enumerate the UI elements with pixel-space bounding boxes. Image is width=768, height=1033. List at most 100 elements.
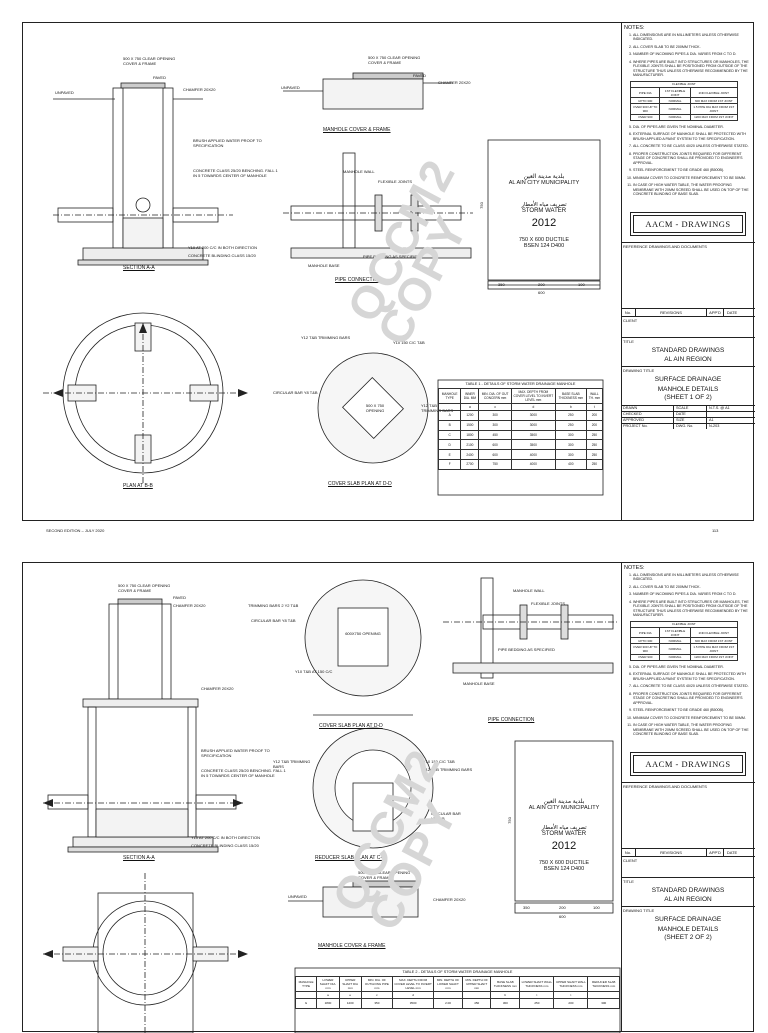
table-header: WALL TH. mm	[585, 388, 604, 404]
meta-value: A1	[709, 418, 714, 423]
table-cell: NORMAL	[659, 643, 691, 655]
table-header: UPPER SHAFT DIA mm	[338, 976, 362, 992]
table-cell: 400	[554, 458, 587, 470]
meta-value	[707, 412, 711, 417]
table-cell: b	[490, 991, 521, 999]
table-cell: 750	[478, 458, 512, 470]
note-item: IN CASE OF HIGH WATER TABLE, THE WATER P…	[633, 723, 752, 736]
table-cell: 200	[585, 419, 604, 431]
label-paved-2: PAVED	[413, 73, 426, 78]
dt-line-1: SURFACE DRAINAGE	[654, 376, 722, 384]
s2-label-chamfer-b: CHAMFER 20X20	[201, 686, 234, 691]
rev-appd-2: APP'D	[707, 848, 724, 856]
label-y12-trimming: Y12 T&B TRIMMING BARS	[301, 335, 351, 340]
table-cell: C	[437, 429, 462, 441]
aacm-logo-2: AACM - DRAWINGS	[630, 751, 746, 776]
table-cell: 1.5 PIPE DIA MAX FROM 1ST JOINT	[689, 643, 739, 655]
table-cell: 250	[519, 998, 555, 1009]
label-y10: Y10 AT 200 C/C IN BOTH DIRECTION	[188, 245, 257, 250]
label-flexible-joints: FLEXIBLE JOINTS	[378, 179, 413, 184]
cover-dim-3: 100	[578, 282, 585, 287]
title-label: TITLE	[621, 336, 755, 345]
dt-line-2-2: MANHOLE DETAILS	[657, 926, 719, 934]
cover-dim-total: 600	[538, 290, 545, 295]
s2-caption-section-aa: SECTION A-A	[123, 855, 155, 861]
s2-caption-pipe-connection: PIPE CONNECTION	[488, 717, 535, 723]
meta-key: SCALE	[674, 405, 707, 411]
rev-revisions-2: REVISIONS	[636, 848, 707, 856]
s2-label-y12-trimming: Y12 T&B TRIMMING BARS	[273, 759, 311, 769]
label-chamfer-2: CHAMFER 20X20	[438, 80, 471, 85]
table-cell: 4000	[510, 458, 556, 470]
table-cell: a	[316, 991, 340, 999]
table-cell: 600	[478, 439, 512, 451]
label-paved: PAVED	[153, 75, 166, 80]
s2-label-y10-150: Y10 T&B AT 150 C/C	[295, 669, 333, 674]
table-cell: 1500	[460, 419, 480, 431]
table-cell: a	[460, 403, 480, 411]
notes-heading-2: NOTES:	[624, 565, 645, 571]
s2-caption-reducer: REDUCER SLAB PLAN AT C-C	[315, 855, 386, 861]
meta-value: N.T.S. @ A1	[709, 406, 730, 411]
table-cell: F	[437, 458, 462, 470]
table-header: MIN. DIA. OF OUTGOING PIPE mm	[360, 976, 394, 992]
meta-label: APPROVED	[621, 417, 674, 423]
s2-cover-storm: STORM WATER	[541, 831, 587, 837]
cover-ductile: 750 X 600 DUCTILE	[518, 237, 570, 243]
note-item: STEEL REINFORCEMENT TO BE GRADE 460 (B50…	[633, 168, 752, 172]
table-cell: 300	[554, 449, 587, 460]
table-cell: 300	[587, 998, 620, 1009]
flex-header: 2ND FLEXIBLE JOINT	[689, 627, 739, 639]
meta-label: CHECKED	[621, 411, 674, 417]
table-cell: 1200	[338, 998, 362, 1009]
cover-municipality: AL AIN CITY MUNICIPALITY	[508, 180, 580, 186]
rev-no-2: No.	[621, 848, 636, 856]
s2-manhole-cover-plate: بلدية مدينة العين AL AIN CITY MUNICIPALI…	[515, 798, 613, 872]
caption-plan-bb: PLAN AT B-B	[123, 483, 153, 489]
table-cell: 600 MAX FROM 1ST JOINT	[689, 97, 739, 105]
meta-label: PROJECT No.	[621, 423, 674, 429]
manhole-cover-plate: بلدية مدينة العين AL AIN CITY MUNICIPALI…	[488, 173, 600, 249]
note-item: ALL CONCRETE TO BE CLASS 40/20 UNLESS OT…	[633, 144, 752, 148]
cover-dim-2: 200	[538, 282, 545, 287]
revisions-row-2: No. REVISIONS APP'D DATE	[621, 847, 755, 856]
s2-label-unpaved: UNPAVED	[288, 894, 307, 899]
flex-header: PIPE DIA	[629, 627, 661, 639]
note-item: PROPER CONSTRUCTION JOINTS REQUIRED FOR …	[633, 692, 752, 705]
note-item: IN CASE OF HIGH WATER TABLE, THE WATER P…	[633, 183, 752, 196]
table-cell: 1.5 PIPE DIA MAX FROM 1ST JOINT	[689, 103, 739, 115]
table-cell	[294, 991, 318, 999]
drawing-area-1: 500 X 750 CLEAR OPENING COVER & FRAME PA…	[23, 23, 622, 520]
title-block-1: NOTES: ALL DIMENSIONS ARE IN MILLIMETERS…	[621, 23, 755, 520]
flex-header: 2ND FLEXIBLE JOINT	[689, 87, 739, 99]
table-cell: 250	[585, 458, 604, 470]
flex-title: FLEXIBLE JOINT	[630, 80, 738, 89]
drawing-sheet-1: 500 X 750 CLEAR OPENING COVER & FRAME PA…	[22, 22, 755, 521]
flex-header: PIPE DIA	[629, 87, 661, 99]
table-header: BASE SLAB THICKNESS mm	[554, 388, 587, 404]
sheet2-drawing-svg	[43, 577, 621, 1033]
drawing-title-label-2: DRAWING TITLE	[621, 906, 755, 914]
s2-cover-municipality: AL AIN CITY MUNICIPALITY	[528, 805, 600, 811]
drawing-sheet-2: 500 X 750 CLEAR OPENING COVER & FRAME PA…	[22, 562, 755, 1033]
note-item: ALL DIMENSIONS ARE IN MILLIMETERS UNLESS…	[633, 573, 752, 582]
table-cell: 2.00	[433, 998, 464, 1009]
aacm-logo-text-2: AACM - DRAWINGS	[633, 754, 743, 773]
table-cell: 250	[585, 439, 604, 451]
table-cell: d	[392, 991, 435, 999]
rev-date: DATE	[726, 309, 738, 315]
s2-label-blinding: CONCRETE BLINDING CLASS 15/20	[191, 843, 259, 848]
table-cell: 3500	[510, 429, 556, 441]
table-header: MANHOLE TYPE	[294, 976, 318, 992]
